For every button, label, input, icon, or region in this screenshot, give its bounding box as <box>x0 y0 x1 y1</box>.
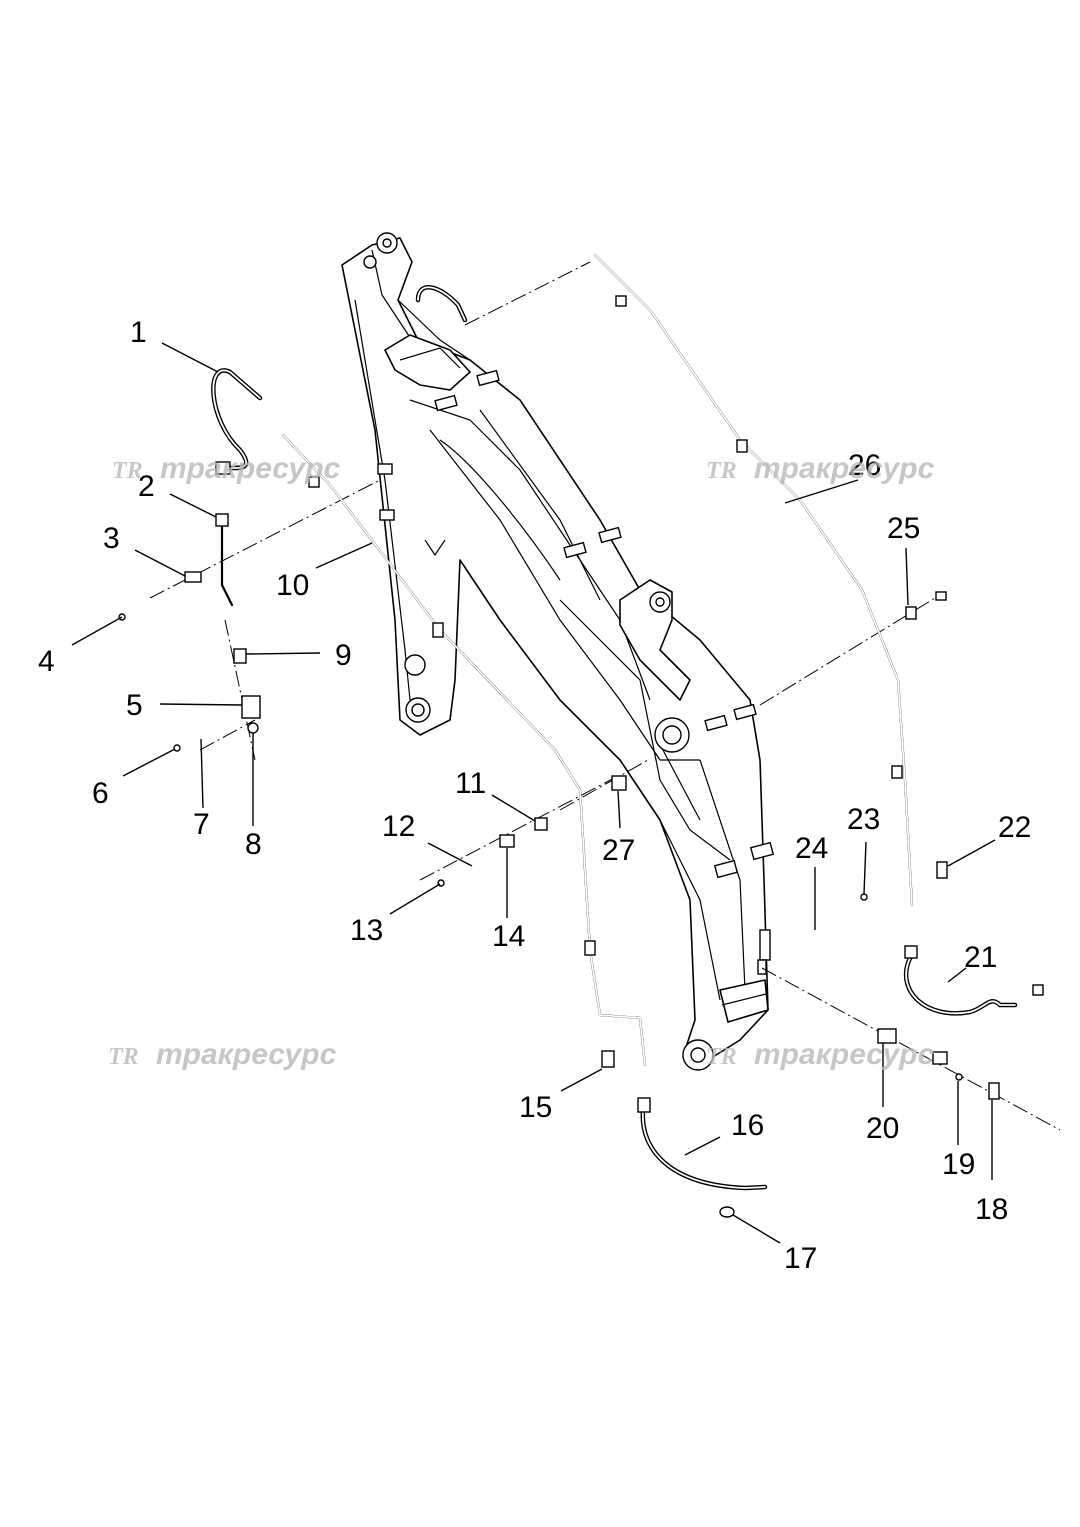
watermark-logo: TR <box>706 1044 737 1070</box>
bracket-top-2 <box>379 509 395 521</box>
callout-27: 27 <box>602 834 635 867</box>
callout-22: 22 <box>998 811 1031 844</box>
plug-8 <box>247 722 259 734</box>
watermark-logo: TR <box>706 458 737 484</box>
clamp-25 <box>905 606 917 620</box>
watermark-text: тракресурс <box>160 452 341 485</box>
fittings <box>118 295 1044 1218</box>
watermark-text: тракресурс <box>754 1038 935 1071</box>
clamp-26-b <box>736 439 748 453</box>
washer-19 <box>955 1073 963 1081</box>
bolt-6 <box>173 744 181 752</box>
clamp-10-b <box>432 622 444 638</box>
clamp-20 <box>932 1051 948 1065</box>
clamp-26-a <box>615 295 627 307</box>
watermarks: TR тракресурс TR тракресурс TR тракресур… <box>108 452 935 1071</box>
clamp-14 <box>499 834 515 848</box>
fitting-9 <box>233 648 247 664</box>
sleeve-22 <box>936 861 948 879</box>
callout-14: 14 <box>492 920 525 953</box>
fitting-21 <box>1032 984 1044 996</box>
watermark-text: тракресурс <box>754 452 935 485</box>
callout-19: 19 <box>942 1148 975 1181</box>
boom-assembly <box>341 232 775 1071</box>
pipe-2 <box>220 518 234 607</box>
callout-15: 15 <box>519 1091 552 1124</box>
callout-10: 10 <box>276 569 309 602</box>
bracket-20 <box>877 1028 897 1044</box>
nut-17 <box>719 1206 735 1218</box>
watermark-3: TR тракресурс <box>108 1038 337 1071</box>
clamp-10-a <box>308 476 320 488</box>
callout-numbers: 1 2 3 4 5 6 7 8 9 10 11 12 13 14 15 16 1… <box>38 316 1031 1275</box>
watermark-4: TR тракресурс <box>706 1038 935 1071</box>
callout-5: 5 <box>126 689 143 722</box>
callout-25: 25 <box>887 512 920 545</box>
sleeve-15 <box>601 1050 615 1068</box>
hoses-and-pipes <box>211 253 1018 1191</box>
callout-13: 13 <box>350 914 383 947</box>
callout-21: 21 <box>964 941 997 974</box>
callout-11: 11 <box>455 767 486 800</box>
callout-16: 16 <box>731 1109 764 1142</box>
bolt-23 <box>860 893 868 901</box>
clamp-10-c <box>584 940 596 956</box>
callout-23: 23 <box>847 803 880 836</box>
callout-8: 8 <box>245 828 262 861</box>
callout-4: 4 <box>38 645 55 678</box>
clamp-26-c <box>891 765 903 779</box>
watermark-logo: TR <box>108 1044 139 1070</box>
callout-20: 20 <box>866 1112 899 1145</box>
clamp-3 <box>184 571 202 583</box>
callout-7: 7 <box>193 808 210 841</box>
callout-9: 9 <box>335 639 352 672</box>
plate-18 <box>988 1082 1000 1100</box>
callout-26: 26 <box>848 449 881 482</box>
callout-12: 12 <box>382 810 415 843</box>
bracket-top-1 <box>377 463 393 475</box>
callout-17: 17 <box>784 1242 817 1275</box>
block-5 <box>241 695 261 719</box>
callout-1: 1 <box>130 316 147 349</box>
watermark-text: тракресурс <box>156 1038 337 1071</box>
callout-2: 2 <box>138 470 155 503</box>
watermark-1: TR тракресурс <box>112 452 341 485</box>
clamp-27 <box>611 775 627 791</box>
bolt-25 <box>935 591 947 601</box>
callout-24: 24 <box>795 832 828 865</box>
leader-lines <box>71 342 996 1244</box>
clamp-11 <box>534 817 548 831</box>
watermark-logo: TR <box>112 458 143 484</box>
callout-6: 6 <box>92 777 109 810</box>
callout-18: 18 <box>975 1193 1008 1226</box>
callout-3: 3 <box>103 522 120 555</box>
watermark-2: TR тракресурс <box>706 452 935 485</box>
